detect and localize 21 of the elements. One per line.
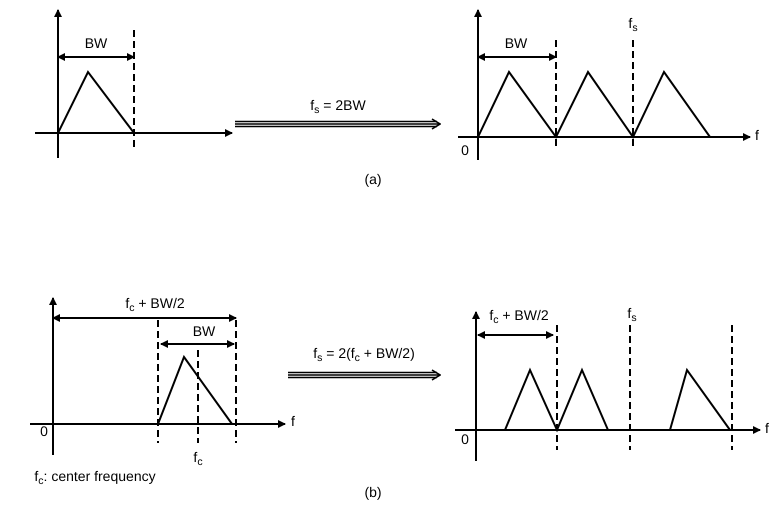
frequency-label: f$_{s}$ <box>628 16 638 30</box>
dimension-label: f$_{c}$ + BW/2 <box>489 308 549 322</box>
frequency-label: f$_{c}$ <box>193 450 203 464</box>
figure-caption: (a) <box>364 172 382 186</box>
axis-label: f <box>755 128 759 142</box>
axis-label: f <box>765 421 769 435</box>
figure-caption: (b) <box>364 485 382 499</box>
dimension-label: f$_{c}$ + BW/2 <box>125 296 185 310</box>
dimension-label: BW <box>192 324 216 338</box>
edge-label: f$_{s}$ = 2(f$_{c}$ + BW/2) <box>313 346 415 360</box>
origin-label: 0 <box>461 143 469 157</box>
double-arrow <box>234 118 441 130</box>
dimension-label: BW <box>84 36 108 50</box>
origin-label: 0 <box>40 424 48 438</box>
edge-label: f$_{s}$ = 2BW <box>310 98 366 112</box>
legend-note: f$_{c}$: center frequency <box>34 469 156 483</box>
double-arrow <box>287 369 441 381</box>
axis-label: f <box>291 414 295 428</box>
dimension-label: BW <box>504 36 528 50</box>
frequency-label: f$_{s}$ <box>627 306 637 320</box>
origin-label: 0 <box>461 432 469 446</box>
